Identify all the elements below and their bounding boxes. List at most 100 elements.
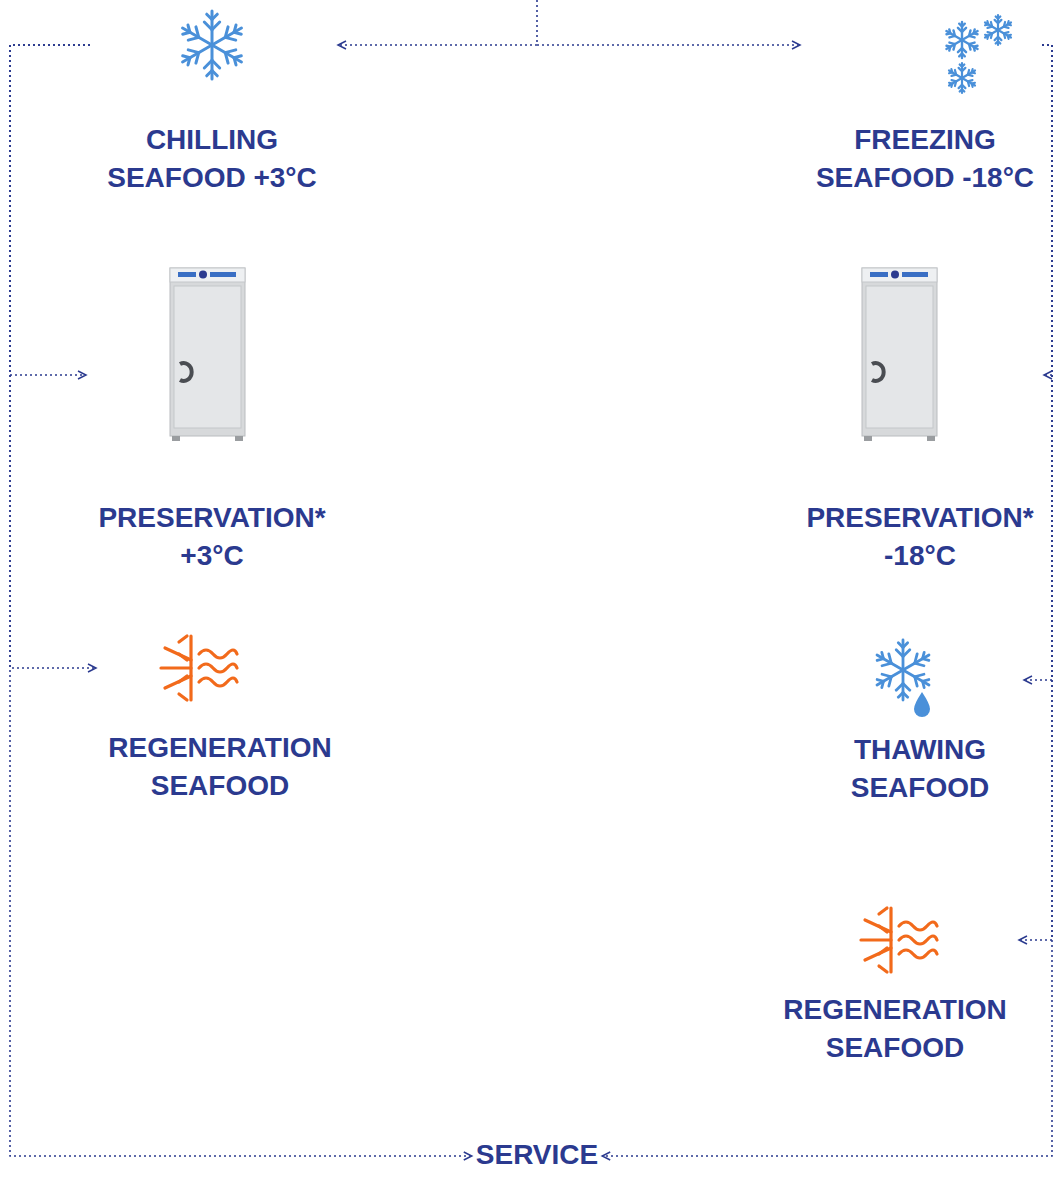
snowflake-branch: [188, 58, 190, 65]
step-label: REGENERATION SEAFOOD: [775, 991, 1015, 1067]
snowflake-branch: [225, 50, 236, 53]
regen-branch: [179, 654, 187, 660]
snowflake-branch: [968, 70, 969, 75]
snowflake-branch: [889, 654, 891, 663]
regen-arm: [165, 648, 191, 660]
snowflake-arm: [962, 78, 975, 86]
regen-wave: [199, 664, 237, 672]
snowflake-branch: [1008, 34, 1011, 37]
snowflake-branch: [225, 37, 236, 40]
regen-branch: [179, 676, 187, 682]
cabinet-display: [870, 272, 888, 277]
step-label: PRESERVATION* +3°C: [90, 499, 334, 575]
regen-branch: [879, 948, 887, 954]
flow-connector: [1024, 45, 1052, 680]
snowflake-branch: [196, 53, 199, 64]
snowflake-icon: [946, 22, 977, 58]
snowflake-branch: [974, 29, 975, 33]
snowflake-branch: [959, 68, 962, 71]
snowflake-arm: [962, 40, 978, 49]
step-label: REGENERATION SEAFOOD: [100, 729, 340, 805]
step-label: FREEZING SEAFOOD -18°C: [812, 121, 1038, 197]
snowflake-branch: [234, 56, 241, 58]
regen-wave: [199, 650, 237, 658]
snowflake-icon: [985, 15, 1011, 45]
snowflake-branch: [915, 654, 917, 663]
cabinet-picture: [862, 268, 937, 441]
snowflake-branch: [998, 41, 1000, 43]
snowflake-branch: [949, 36, 955, 37]
snowflake-icon: [877, 640, 929, 700]
snowflake-branch: [991, 33, 992, 38]
flow-connector: [1042, 45, 1052, 375]
flow-connector: [10, 45, 96, 668]
cabinet-body: [170, 268, 245, 436]
snowflake-branch: [962, 85, 965, 88]
regen-branch: [179, 636, 187, 642]
regen-arm: [161, 666, 191, 669]
cabinet-picture: [170, 268, 245, 441]
regen-branch: [879, 926, 887, 932]
snowflake-branch: [995, 20, 998, 23]
step-label: CHILLING SEAFOOD +3°C: [94, 121, 330, 197]
snowflake-branch: [877, 659, 883, 661]
step-label: PRESERVATION* -18°C: [800, 499, 1040, 575]
step-box: PRESERVATION* -18°C: [796, 262, 1044, 577]
step-label: SERVICE: [476, 1136, 598, 1174]
regen-wave: [899, 950, 937, 958]
snowflake-branch: [922, 680, 928, 682]
snowflake-branch: [922, 652, 924, 658]
cabinet-display: [902, 272, 928, 277]
snowflake-arm: [962, 31, 978, 40]
snowflake-branch: [959, 24, 962, 27]
snowflake-branch: [950, 84, 953, 87]
snowflake-branch: [225, 53, 228, 64]
snowflake-branch: [896, 684, 903, 691]
snowflake-arm: [949, 71, 962, 79]
flow-connector: [10, 45, 90, 375]
regen-branch: [879, 908, 887, 914]
snowflake-arm: [946, 40, 962, 49]
snowflake-branch: [953, 44, 954, 50]
regeneration-icon: [861, 908, 937, 972]
snowflake-branch: [207, 14, 212, 19]
snowflake-branch: [183, 32, 190, 34]
snowflake-branch: [225, 27, 228, 38]
step-box: CHILLING SEAFOOD +3°C: [90, 8, 334, 199]
cabinet-display: [178, 272, 196, 277]
snowflake-branch: [962, 89, 964, 91]
snowflake-branch: [946, 33, 950, 34]
step-label: THAWING SEAFOOD: [820, 731, 1020, 807]
cabinet-body: [862, 268, 937, 436]
snowflake-branch: [188, 37, 199, 40]
snowflake-branch: [949, 71, 952, 74]
snowflake-branch: [889, 677, 891, 686]
snowflake-branch: [1007, 21, 1010, 24]
regen-arm: [865, 948, 891, 960]
snowflake-branch: [915, 674, 924, 676]
snowflake-branch: [962, 54, 965, 57]
snowflake-branch: [1004, 22, 1005, 27]
snowflake-arm: [985, 23, 998, 31]
regen-wave: [199, 678, 237, 686]
snowflake-branch: [903, 650, 910, 657]
regeneration-icon: [161, 636, 237, 700]
regen-wave: [899, 922, 937, 930]
regen-branch: [179, 694, 187, 700]
snowflake-branch: [903, 693, 908, 698]
snowflake-branch: [972, 82, 975, 85]
snowflake-branch: [962, 48, 966, 52]
cabinet-foot: [864, 436, 872, 441]
snowflake-branch: [915, 663, 924, 665]
regen-branch: [879, 966, 887, 972]
regen-arm: [165, 676, 191, 688]
snowflake-branch: [204, 22, 212, 30]
snowflake-branch: [212, 71, 217, 76]
snowflake-branch: [974, 46, 978, 47]
cabinet-foot: [235, 436, 243, 441]
snowflake-branch: [898, 643, 903, 648]
snowflake-branch: [188, 50, 199, 53]
snowflake-arm: [946, 31, 962, 40]
snowflake-branch: [998, 37, 1001, 40]
snowflake-branch: [986, 36, 989, 39]
